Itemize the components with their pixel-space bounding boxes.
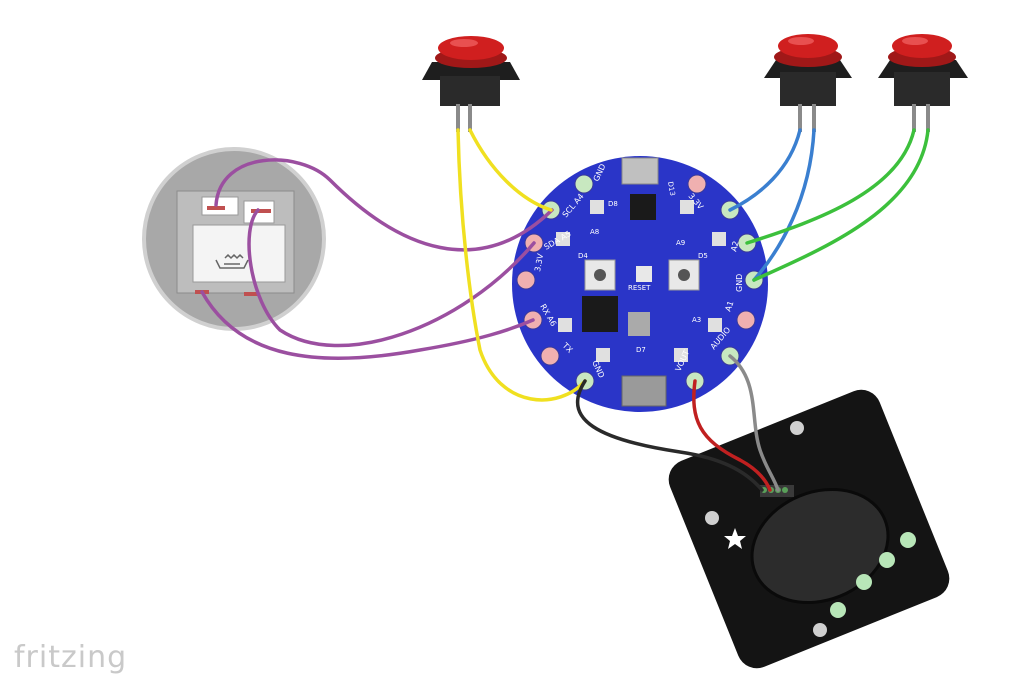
switch-component [142,147,326,331]
wire-green-1 [745,128,916,245]
wire-yellow-1 [456,128,587,402]
pin-label-a2: A2 [729,240,740,253]
wire-blue-1 [728,128,802,212]
label-reset: RESET [628,284,651,292]
push-button-middle [764,34,852,132]
pin-label-a1: A1 [723,300,735,313]
speaker-board [668,389,950,669]
wire-green-2 [752,128,930,282]
label-d5: D5 [698,252,708,260]
push-button-left [422,36,520,132]
circuit-playground-board: GND SCL A4 SDA A5 3.3V RX A6 TX GND VOUT… [512,156,768,412]
label-d4: D4 [578,252,588,260]
wires [200,128,930,492]
label-d13: D13 [666,181,676,196]
label-a9: A9 [676,239,685,247]
wire-purple-2 [247,208,536,348]
board-leds [556,200,726,362]
pin-label-gnd-right: GND [735,274,744,292]
wire-purple-1 [214,158,554,252]
star-logo-icon [724,528,746,549]
wire-purple-3 [200,290,535,361]
water-level-icon [215,253,249,269]
wire-blue-2 [752,128,816,282]
wire-yellow-2 [468,128,553,212]
pin-label-3v3-left: 3.3V [533,252,545,272]
push-button-right [878,34,968,132]
wire-red [692,379,772,492]
fritzing-watermark: fritzing [14,640,128,675]
wire-gray [728,354,780,492]
label-a3: A3 [692,316,701,324]
label-d7: D7 [636,346,646,354]
label-d8: D8 [608,200,618,208]
wire-black [575,379,764,492]
label-a8: A8 [590,228,599,236]
